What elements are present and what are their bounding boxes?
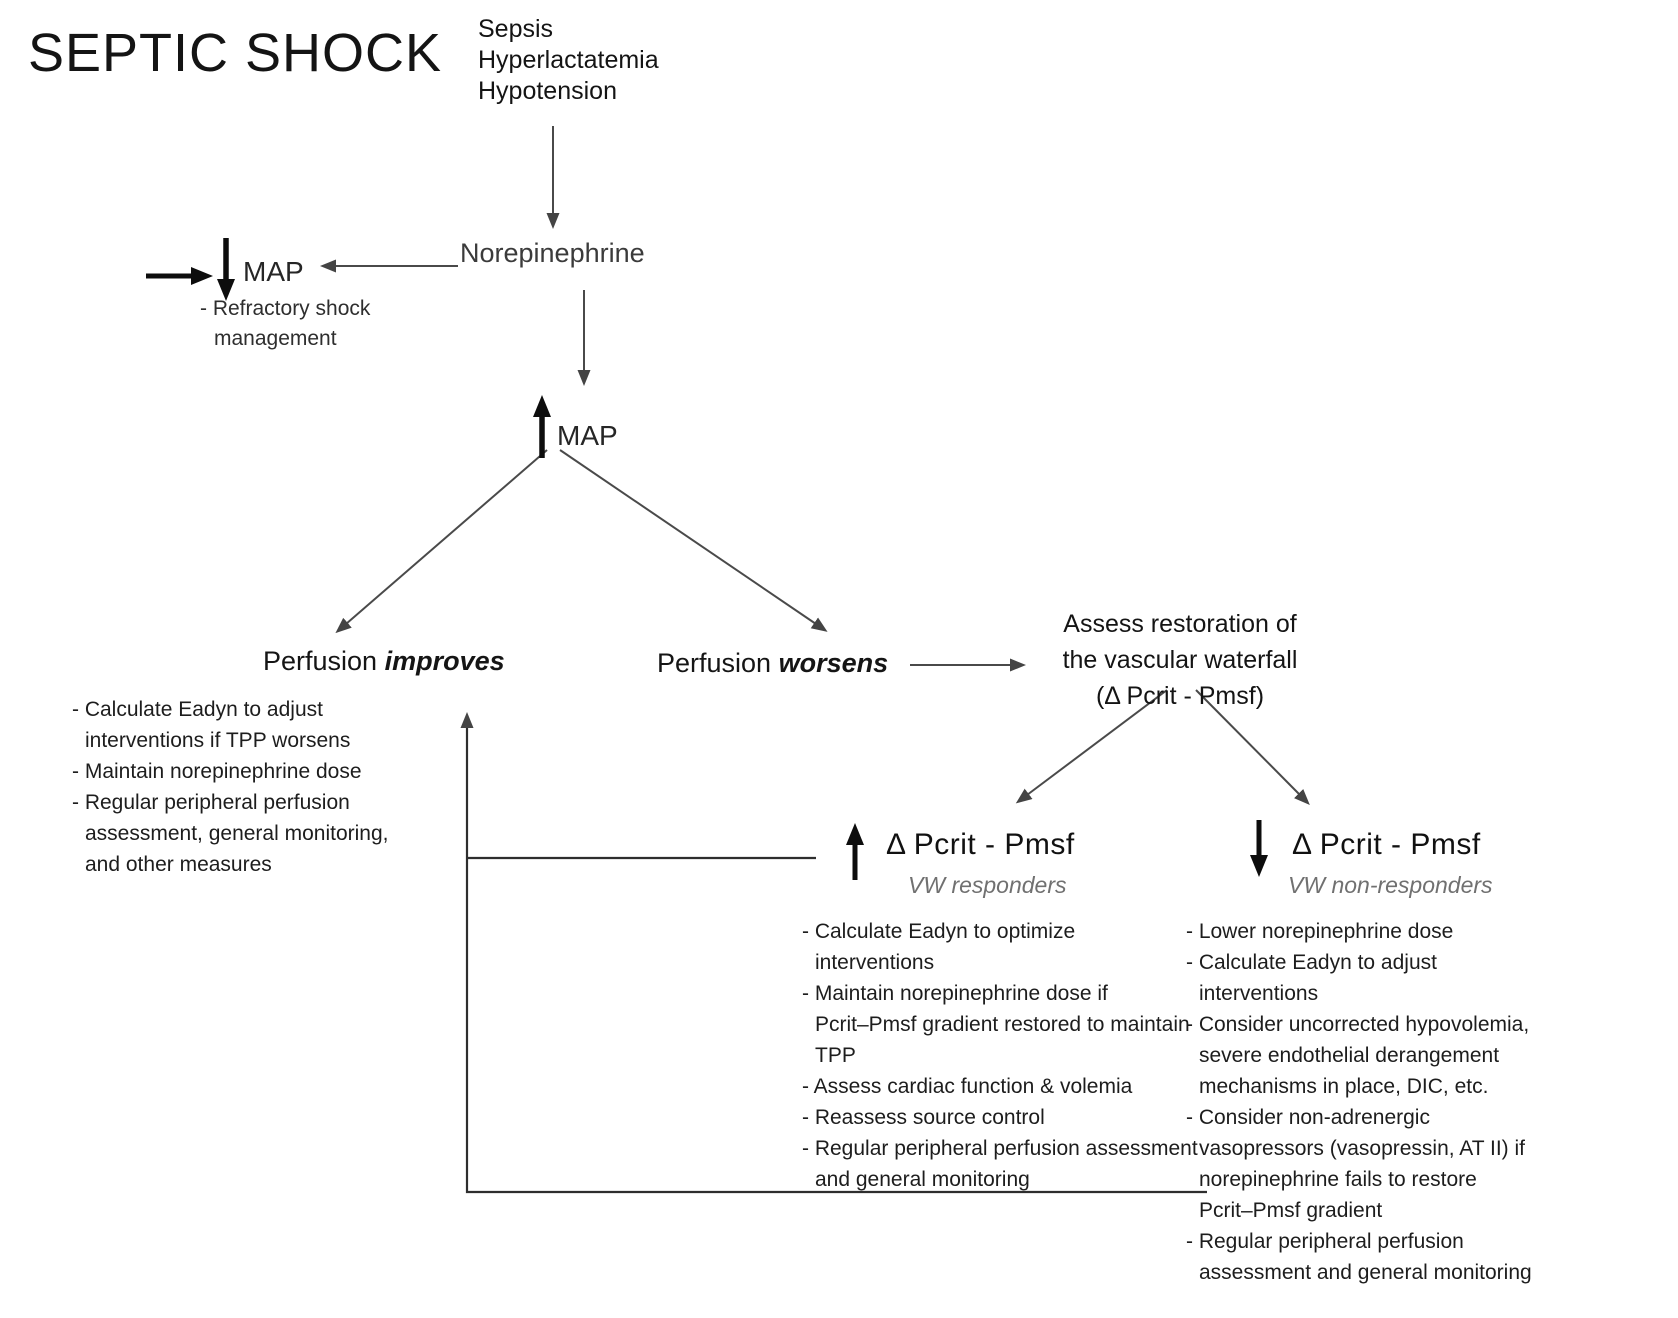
list-item: - Maintain norepinephrine dose — [72, 760, 362, 783]
list-item: - Consider non-adrenergic vasopressors (… — [1186, 1106, 1526, 1222]
list-item: - Regular peripheral perfusion assessmen… — [802, 1137, 1198, 1191]
arrow-assess-to-non-responders — [1195, 689, 1310, 805]
perfusion-worsens-label: Perfusion — [657, 648, 772, 678]
non-responders-heading: Δ Pcrit - Pmsf — [1292, 828, 1481, 861]
arrow-map-to-perfusion-worsens — [559, 449, 828, 632]
arrow-map-to-perfusion-improves — [335, 449, 548, 634]
improves-list: - Calculate Eadyn to adjust intervention… — [72, 694, 432, 880]
start-conditions: Sepsis Hyperlactatemia Hypotension — [478, 15, 659, 105]
list-item: - Regular peripheral perfusion assessmen… — [1186, 1230, 1532, 1284]
assess-vascular-waterfall-node: Assess restoration of the vascular water… — [1062, 610, 1298, 710]
list-item: - Assess cardiac function & volemia — [802, 1075, 1133, 1098]
list-item: - Reassess source control — [802, 1106, 1045, 1129]
list-item: - Consider uncorrected hypovolemia, seve… — [1186, 1013, 1530, 1098]
perfusion-improves-emphasis: improves — [384, 646, 505, 676]
list-item: - Calculate Eadyn to optimize interventi… — [802, 920, 1076, 974]
list-item: - Calculate Eadyn to adjust intervention… — [1186, 951, 1437, 1005]
refractory-shock-note: - Refractory shock management — [200, 297, 371, 350]
norepinephrine-node: Norepinephrine — [460, 238, 645, 268]
responders-subheading: VW responders — [908, 872, 1067, 898]
page-title: SEPTIC SHOCK — [28, 23, 443, 83]
list-item: - Calculate Eadyn to adjust intervention… — [72, 698, 351, 752]
map-left-node: MAP — [243, 256, 304, 287]
non-responders-list: - Lower norepinephrine dose - Calculate … — [1186, 916, 1536, 1288]
responders-heading: Δ Pcrit - Pmsf — [886, 828, 1075, 861]
perfusion-worsens-emphasis: worsens — [778, 648, 889, 678]
perfusion-improves-label: Perfusion — [263, 646, 378, 676]
responders-list: - Calculate Eadyn to optimize interventi… — [802, 916, 1202, 1195]
list-item: - Regular peripheral perfusion assessmen… — [72, 791, 389, 876]
list-item: - Lower norepinephrine dose — [1186, 920, 1454, 943]
non-responders-subheading: VW non-responders — [1288, 872, 1493, 898]
arrow-assess-to-responders — [1015, 689, 1168, 804]
map-center-node: MAP — [557, 420, 618, 451]
feedback-line-bottom-to-improves — [460, 712, 1207, 1194]
list-item: - Maintain norepinephrine dose if Pcrit–… — [802, 982, 1190, 1067]
